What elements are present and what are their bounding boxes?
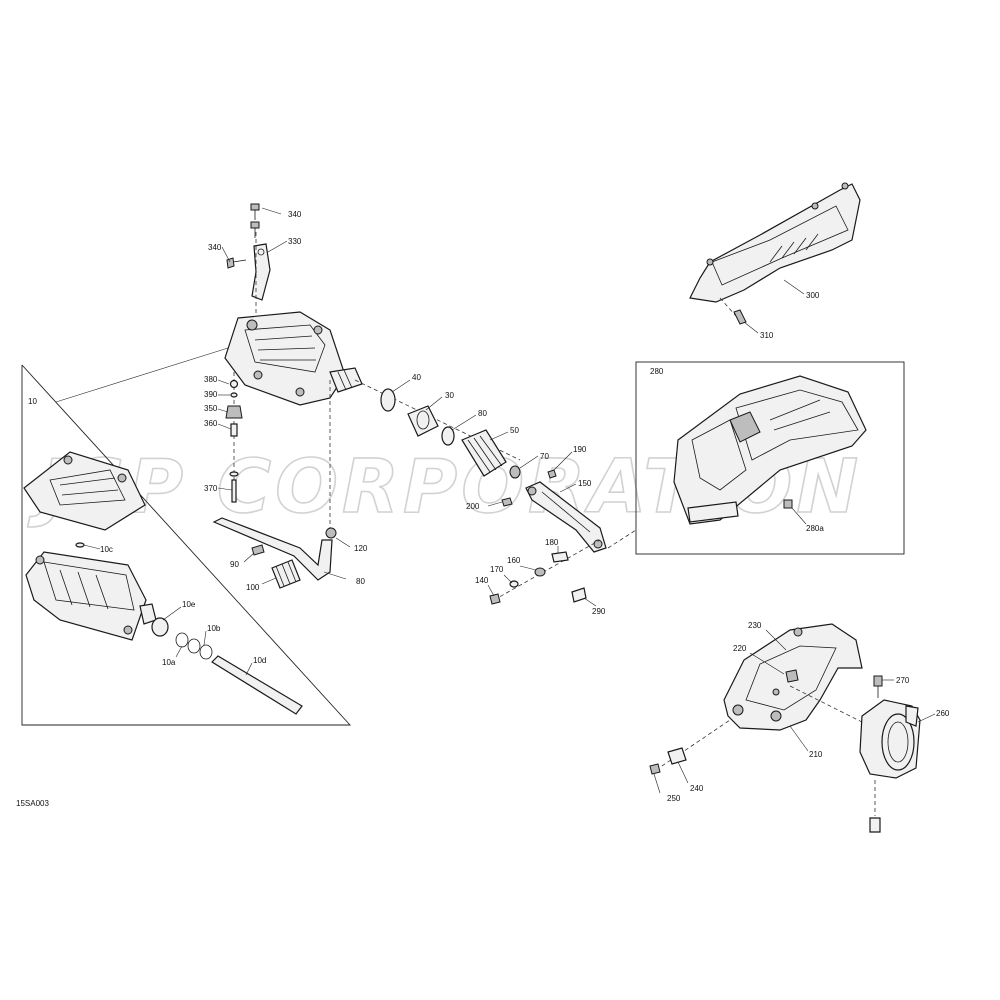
- callout-10d: 10d: [253, 656, 266, 665]
- callout-390: 390: [204, 390, 218, 399]
- callout-370: 370: [204, 484, 218, 493]
- callout-340a: 340: [288, 210, 302, 219]
- spacer-240-bolt-250: [649, 719, 731, 794]
- callout-340b: 340: [208, 243, 222, 252]
- callout-200: 200: [466, 502, 480, 511]
- callout-170: 170: [490, 565, 504, 574]
- hardware-lower: [487, 539, 601, 607]
- axis-line-290: [607, 529, 637, 549]
- callout-80a: 80: [478, 409, 487, 418]
- detail-housing-top: [23, 451, 146, 550]
- callout-90: 90: [230, 560, 239, 569]
- callout-50: 50: [510, 426, 519, 435]
- callout-220: 220: [733, 644, 747, 653]
- callout-120: 120: [354, 544, 368, 553]
- drive-chain-parts: [354, 379, 539, 479]
- callout-10b: 10b: [207, 624, 221, 633]
- callout-360: 360: [204, 419, 218, 428]
- heat-shield-300: [689, 182, 861, 334]
- callout-140: 140: [475, 576, 489, 585]
- callout-40: 40: [412, 373, 421, 382]
- callout-330: 330: [288, 237, 302, 246]
- callout-10: 10: [28, 397, 37, 406]
- callout-190: 190: [573, 445, 587, 454]
- callout-160: 160: [507, 556, 521, 565]
- callout-240: 240: [690, 784, 704, 793]
- callout-350: 350: [204, 404, 218, 413]
- detail-housing-bottom: [25, 551, 157, 641]
- callout-270: 270: [896, 676, 910, 685]
- figure-code: 15SA003: [16, 799, 49, 808]
- detail-shaft-10d: [211, 655, 303, 715]
- bracket-330: [226, 203, 271, 316]
- callout-80b: 80: [356, 577, 365, 586]
- callout-labels: 340 340 330 380 390 350 360 370 10 10c 1…: [16, 210, 950, 808]
- callout-10c: 10c: [100, 545, 113, 554]
- callout-100: 100: [246, 583, 260, 592]
- callout-210: 210: [809, 750, 823, 759]
- detail-frame-10: [21, 347, 352, 726]
- callout-230: 230: [748, 621, 762, 630]
- callout-10a: 10a: [162, 658, 176, 667]
- arm-150: [487, 451, 607, 553]
- callout-300: 300: [806, 291, 820, 300]
- callout-250: 250: [667, 794, 681, 803]
- callout-150: 150: [578, 479, 592, 488]
- callout-10e: 10e: [182, 600, 196, 609]
- fastener-stack: [225, 372, 243, 503]
- lever-arm-80: [212, 517, 351, 589]
- callout-260: 260: [936, 709, 950, 718]
- mount-bracket-210: [723, 623, 863, 752]
- detail-rings: [151, 606, 213, 660]
- callout-30: 30: [445, 391, 454, 400]
- leader-lines-left: [217, 207, 288, 491]
- callout-280a: 280a: [806, 524, 824, 533]
- callout-290: 290: [592, 607, 606, 616]
- callout-180: 180: [545, 538, 559, 547]
- callout-380: 380: [204, 375, 218, 384]
- intake-cover-box-280: [635, 361, 905, 555]
- callout-280: 280: [650, 367, 664, 376]
- callout-310: 310: [760, 331, 774, 340]
- adapter-260: [789, 675, 936, 833]
- supercharger-assembly: [224, 311, 363, 406]
- callout-70: 70: [540, 452, 549, 461]
